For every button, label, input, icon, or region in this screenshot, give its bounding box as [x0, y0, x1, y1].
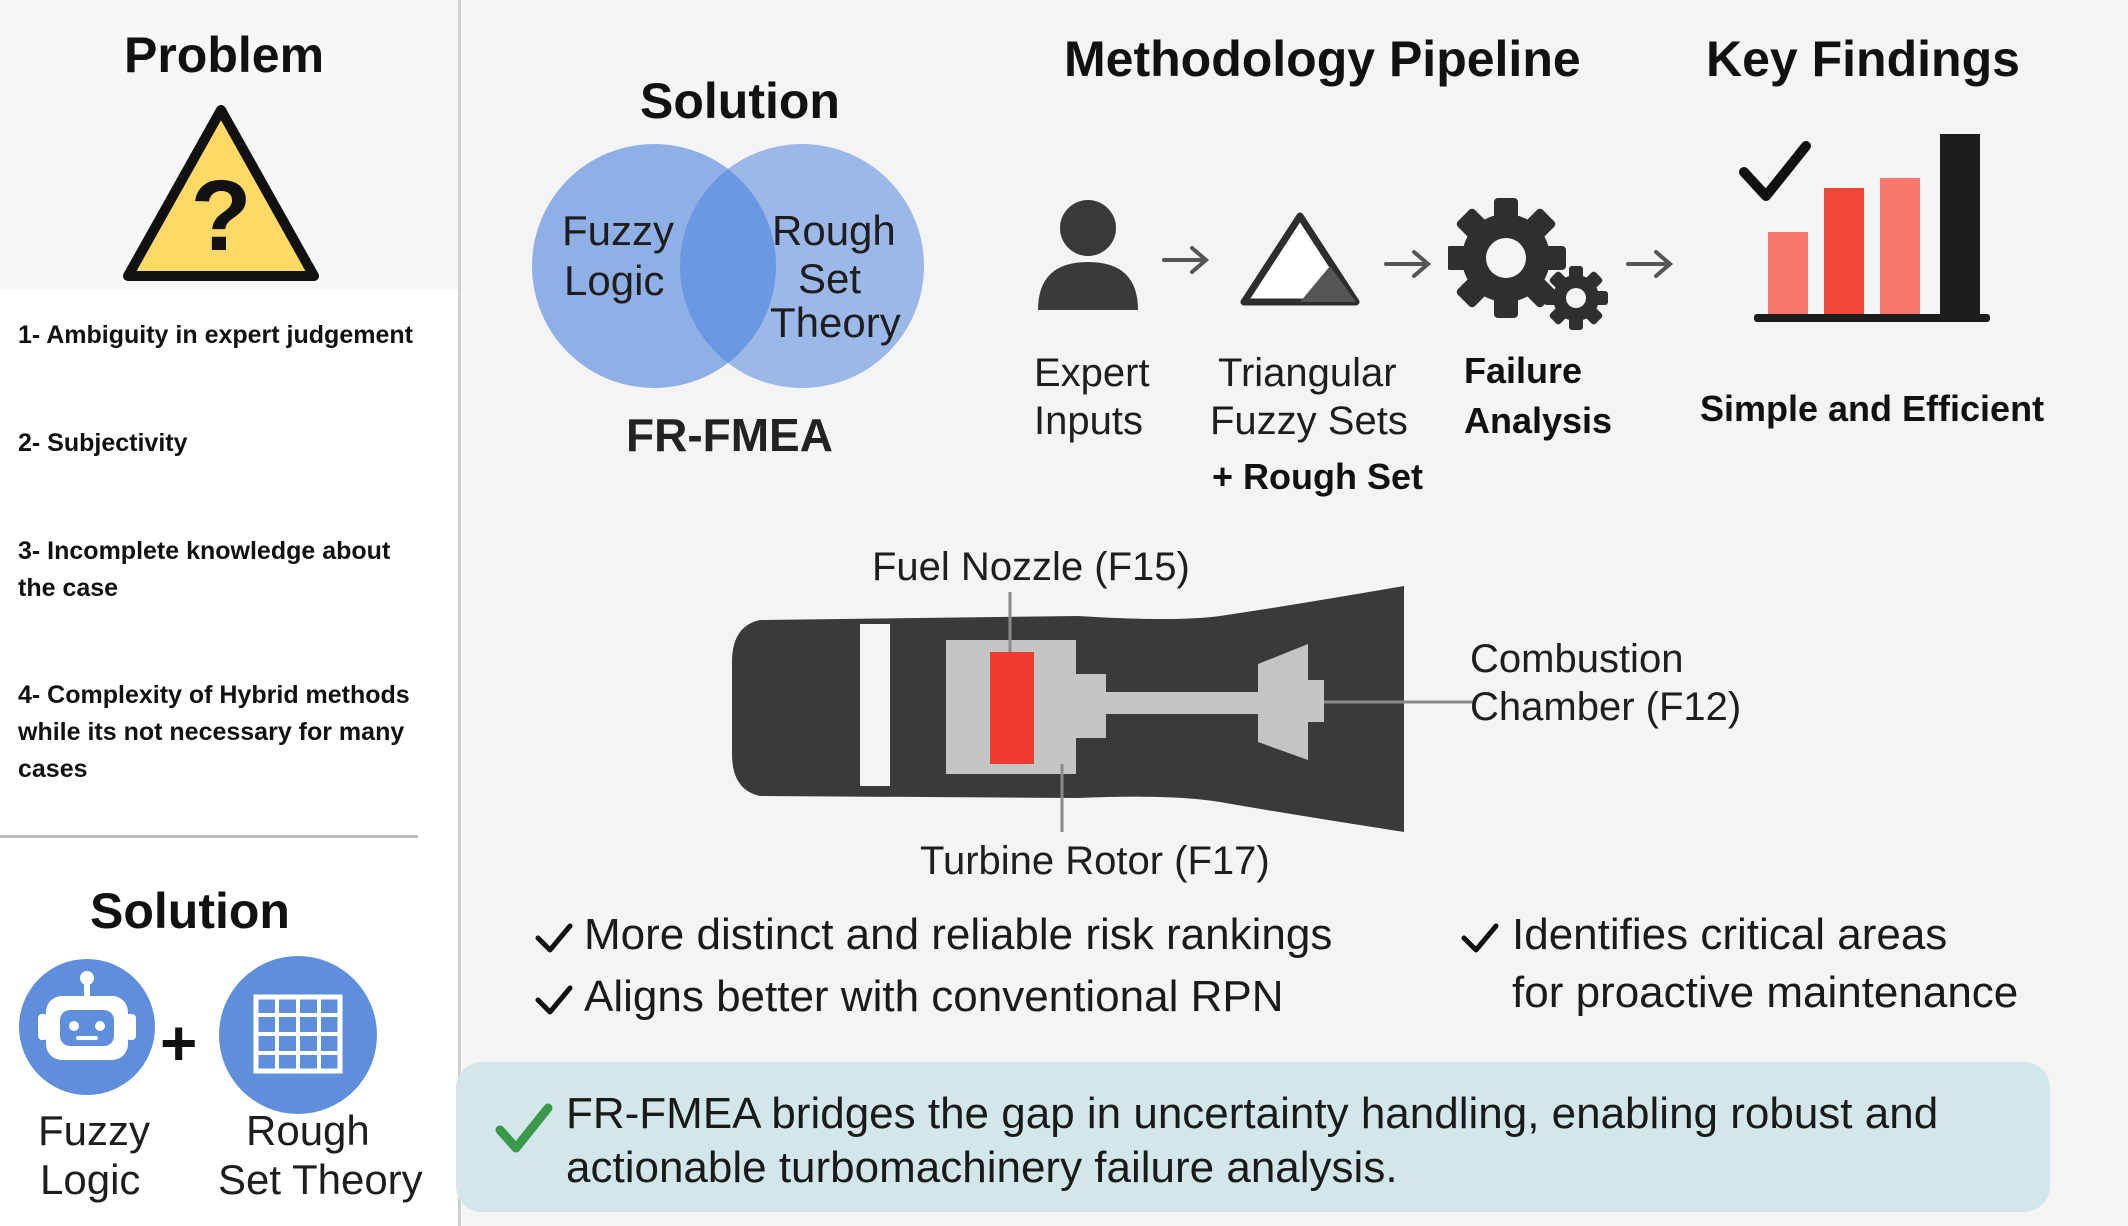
check-text-4: for proactive maintenance	[1512, 968, 2019, 1017]
turbine-rotor-label: Turbine Rotor (F17)	[920, 839, 1270, 883]
step-fuzzy-line-3: + Rough Set	[1212, 456, 1424, 497]
combustion-label-line-2: Chamber (F12)	[1470, 685, 1742, 729]
left-solution-title: Solution	[90, 883, 290, 939]
step-fuzzy-line-1: Triangular	[1218, 351, 1397, 395]
left-fuzzy-label-1: Fuzzy	[38, 1107, 151, 1154]
warning-icon: ?	[123, 105, 319, 281]
step-expert-line-1: Expert	[1034, 351, 1150, 395]
findings-title: Key Findings	[1706, 31, 2020, 87]
check-icon-3	[1461, 923, 1499, 953]
step-failure-line-1: Failure	[1464, 350, 1583, 391]
problem-title: Problem	[124, 27, 325, 83]
pipeline-title: Methodology Pipeline	[1064, 31, 1581, 87]
vertical-divider	[458, 0, 461, 1226]
green-check-icon	[495, 1103, 553, 1153]
svg-text:?: ?	[190, 160, 251, 272]
fr-fmea-caption: FR-FMEA	[626, 409, 833, 461]
check-text-2: Aligns better with conventional RPN	[584, 972, 1284, 1021]
left-fuzzy-label-2: Logic	[40, 1156, 141, 1203]
check-icon-1	[535, 923, 573, 953]
left-rough-label-2: Set Theory	[218, 1156, 423, 1203]
person-icon	[1038, 200, 1138, 310]
venn-left-line-1: Fuzzy	[562, 207, 675, 254]
problem-item-4: 4- Complexity of Hybrid methods while it…	[18, 681, 410, 783]
plus-backdrop	[162, 940, 212, 1110]
venn-diagram	[532, 144, 924, 388]
step-fuzzy-line-2: Fuzzy Sets	[1210, 399, 1408, 443]
robot-icon	[19, 959, 155, 1095]
check-icon-2	[535, 985, 573, 1015]
bar-chart-check-icon	[1739, 134, 1990, 322]
problem-item-1: 1- Ambiguity in expert judgement	[18, 321, 413, 349]
plus-sign: +	[160, 1007, 198, 1079]
gears-icon	[1448, 198, 1608, 330]
turbine-engine-diagram	[732, 586, 1404, 832]
combustion-label-line-1: Combustion	[1470, 637, 1684, 681]
venn-right-line-2: Set	[798, 255, 862, 302]
venn-overlap	[680, 144, 776, 388]
venn-right-line-1: Rough	[772, 207, 896, 254]
fuel-nozzle-label: Fuel Nozzle (F15)	[872, 545, 1190, 589]
solution-title: Solution	[640, 73, 840, 129]
banner-line-1: FR-FMEA bridges the gap in uncertainty h…	[566, 1089, 1939, 1138]
step-failure-line-2: Analysis	[1464, 400, 1613, 441]
arrow-icon-2	[1384, 250, 1432, 278]
problem-item-3: 3- Incomplete knowledge about the case	[18, 537, 391, 602]
highlight-section	[990, 652, 1034, 764]
horizontal-divider	[0, 835, 418, 838]
left-rough-label-1: Rough	[246, 1107, 370, 1154]
step-expert-line-2: Inputs	[1034, 399, 1143, 443]
findings-caption: Simple and Efficient	[1700, 388, 2045, 429]
check-text-3: Identifies critical areas	[1512, 910, 1948, 959]
arrow-icon-1	[1162, 246, 1210, 274]
banner-line-2: actionable turbomachinery failure analys…	[566, 1143, 1398, 1192]
venn-left-line-2: Logic	[564, 257, 665, 304]
arrow-icon-3	[1626, 250, 1674, 278]
problem-item-2: 2- Subjectivity	[18, 429, 188, 457]
conclusion-banner	[456, 1062, 2050, 1212]
leader-line-combustion	[1404, 700, 1474, 704]
check-text-1: More distinct and reliable risk rankings	[584, 910, 1333, 959]
grid-icon	[219, 956, 377, 1114]
engine-core	[946, 640, 1324, 774]
triangle-icon	[1240, 212, 1360, 306]
venn-right-line-3: Theory	[770, 299, 901, 346]
intake-gap	[860, 624, 890, 786]
